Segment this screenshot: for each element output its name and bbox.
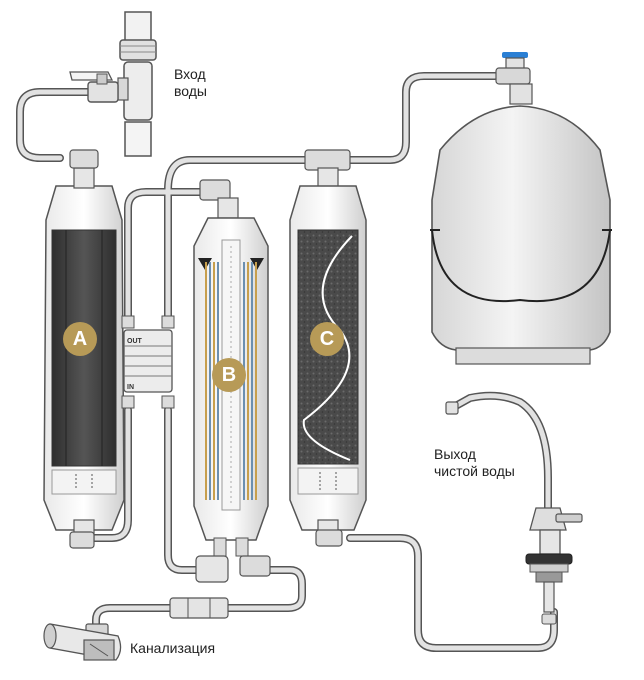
faucet: [445, 401, 583, 625]
water-inlet-line-2: воды: [174, 83, 207, 99]
tubing: [16, 72, 558, 652]
inlet-valve: [69, 11, 157, 157]
filter-c-badge: C: [310, 322, 344, 356]
clean-water-line-2: чистой воды: [434, 463, 515, 479]
flow-in-label: IN: [127, 384, 134, 391]
water-inlet-label: Вход воды: [174, 66, 207, 100]
clean-water-line-1: Выход: [434, 446, 476, 462]
flow-out-label: OUT: [127, 338, 143, 345]
filter-a-badge: A: [63, 322, 97, 356]
filter-housing-c: [289, 149, 367, 547]
drain-label: Канализация: [130, 640, 216, 656]
flow-restrictor: [121, 315, 175, 409]
drain-saddle: [43, 597, 229, 661]
storage-tank: [430, 52, 612, 365]
clean-water-outlet-label: Выход чистой воды: [434, 446, 515, 480]
filter-b-badge: B: [212, 358, 246, 392]
water-inlet-line-1: Вход: [174, 66, 206, 82]
